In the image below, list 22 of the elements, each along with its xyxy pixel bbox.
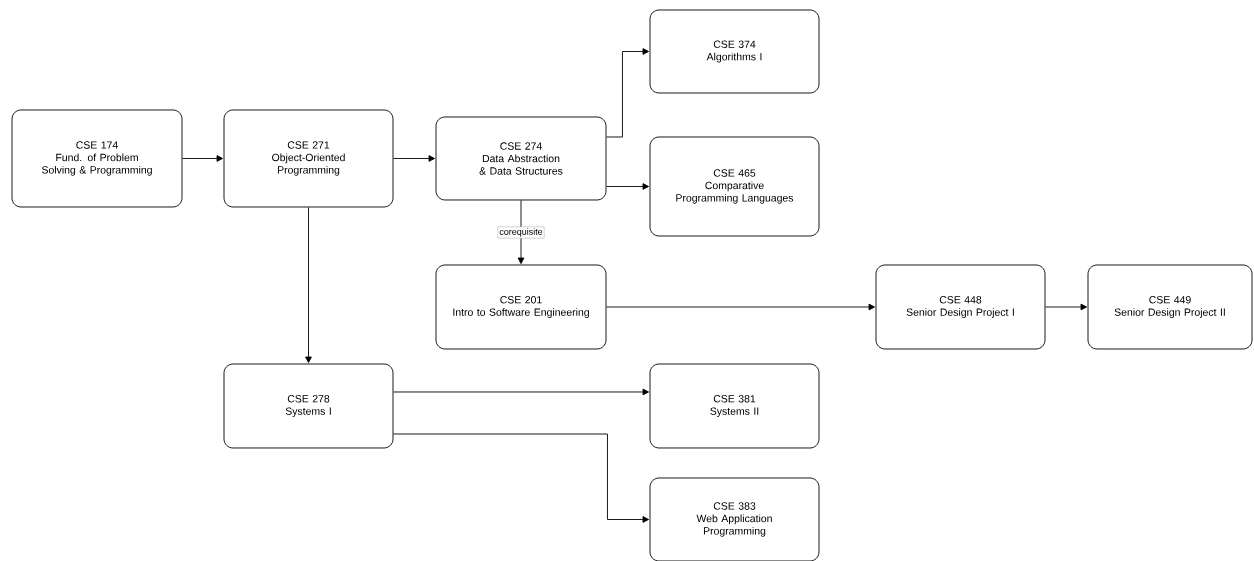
course-box: CSE 271 Object-Oriented Programming xyxy=(223,109,394,208)
course-box: CSE 465 Comparative Programming Languages xyxy=(649,136,820,237)
edge-label: corequisite xyxy=(497,226,545,239)
course-box: CSE 201 Intro to Software Engineering xyxy=(435,264,607,350)
arrow xyxy=(517,200,525,264)
course-box: CSE 278 Systems I xyxy=(223,363,394,449)
course-box: CSE 381 Systems II xyxy=(649,363,820,449)
course-box: CSE 174 Fund. of Problem Solving & Programming xyxy=(11,109,183,208)
arrow xyxy=(393,155,435,162)
arrow xyxy=(606,183,649,190)
arrow xyxy=(305,207,312,363)
course-box: CSE 374 Algorithms I xyxy=(649,9,820,94)
arrow xyxy=(1045,303,1087,311)
arrow xyxy=(182,155,223,162)
course-box: CSE 449 Senior Design Project II xyxy=(1087,264,1253,350)
arrow xyxy=(393,433,649,523)
course-box: CSE 383 Web Application Programming xyxy=(649,477,820,561)
course-box: CSE 448 Senior Design Project I xyxy=(875,264,1046,350)
arrow xyxy=(606,48,649,138)
arrow xyxy=(606,303,875,311)
course-box: CSE 274 Data Abstraction & Data Structures xyxy=(435,116,607,201)
arrow xyxy=(393,388,649,396)
